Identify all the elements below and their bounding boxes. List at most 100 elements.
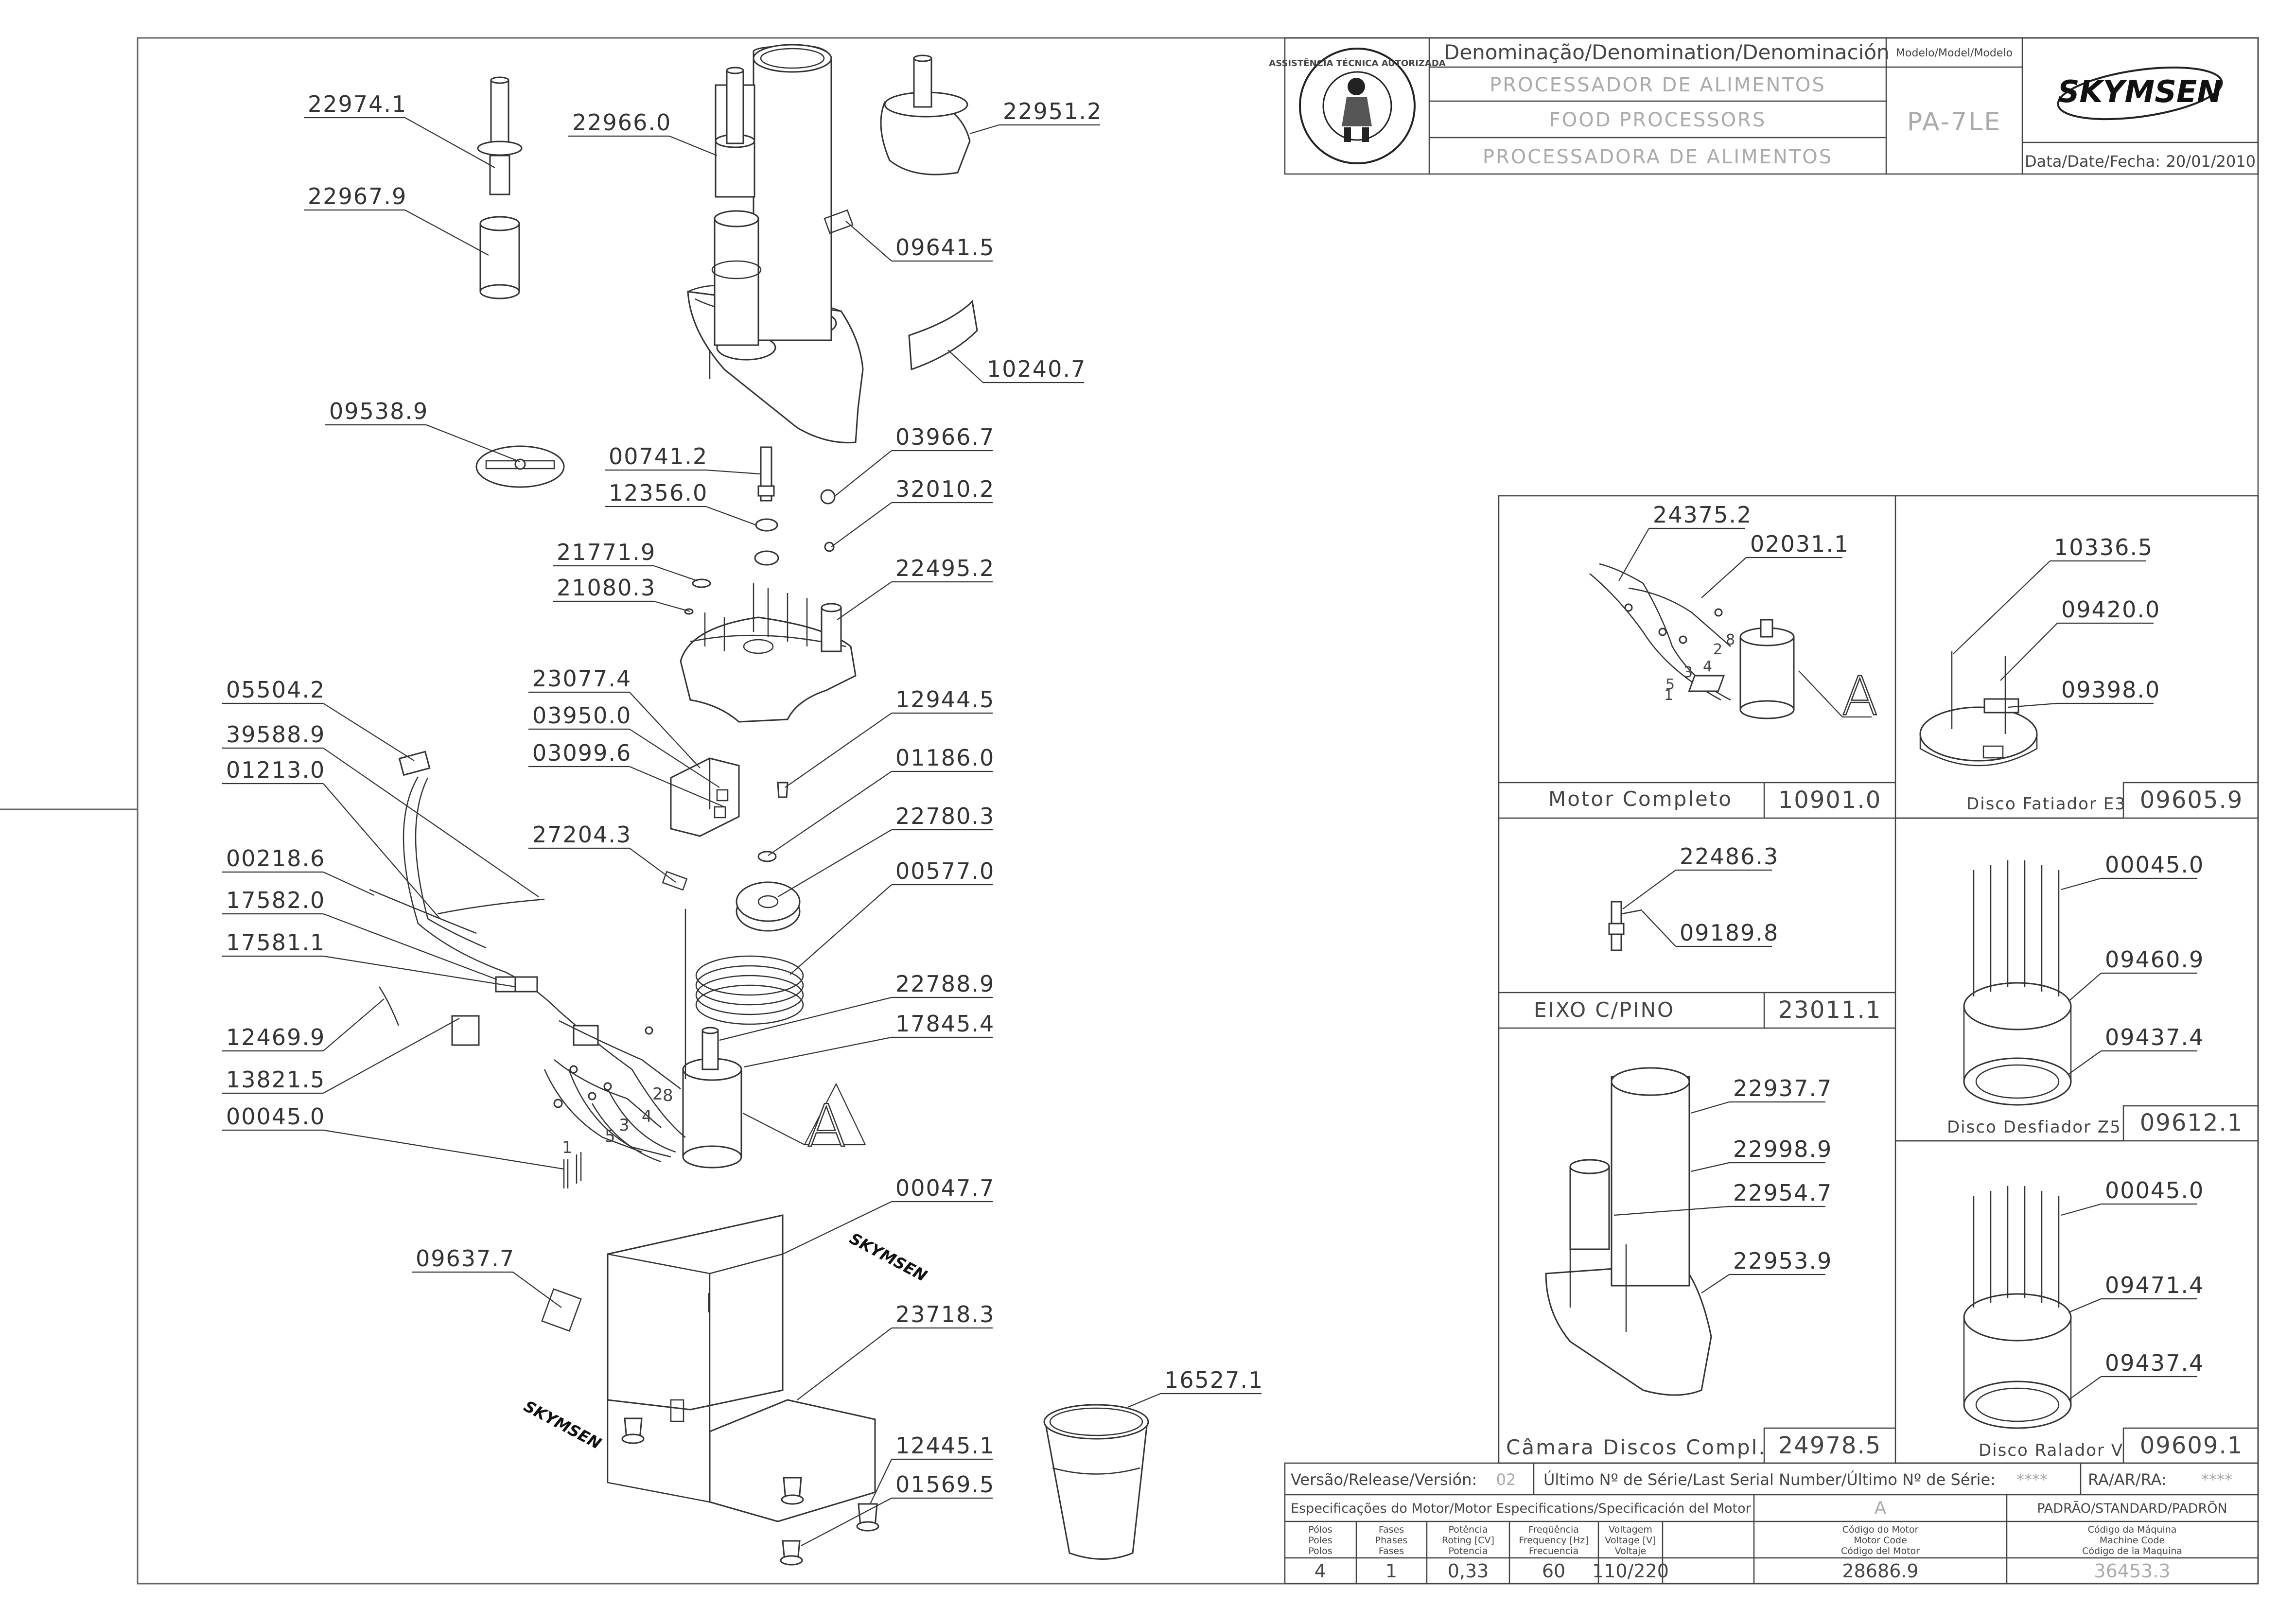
part-callout: 09437.4 [2068, 1350, 2204, 1400]
part-number-label: 09420.0 [2061, 596, 2160, 623]
part-callout: 22953.9 [1701, 1248, 1831, 1293]
leader-line [705, 506, 756, 526]
part-number-label: 32010.2 [895, 476, 995, 502]
date-label: Data/Date/Fecha: [2025, 152, 2160, 171]
leader-line [323, 703, 415, 761]
part-number-label: 21771.9 [557, 539, 656, 565]
part-callout: 13821.5 [222, 1018, 460, 1094]
model-header: Modelo/Model/Modelo [1896, 47, 2013, 59]
upper-housing [680, 578, 857, 723]
part-callout: 22998.9 [1690, 1136, 1831, 1172]
kit-motor-wire-4: 4 [1703, 658, 1712, 675]
part-number-label: 09637.7 [416, 1245, 515, 1272]
part-number-label: 16527.1 [1164, 1367, 1263, 1393]
part-number-label: 10240.7 [987, 356, 1086, 382]
kit-motor-wire-1: 1 [1664, 687, 1673, 704]
leader-line [743, 1036, 892, 1068]
part-callout: 01569.5 [801, 1471, 994, 1546]
leader-line [837, 581, 892, 620]
kit-fatiador-illustration [1688, 651, 2038, 767]
leader-line [785, 713, 892, 788]
part-callout: 03950.0 [528, 702, 720, 788]
part-callout: 21771.9 [553, 539, 698, 582]
part-callout: 00045.0 [222, 1103, 564, 1170]
spec-column-header: Potência [1449, 1524, 1488, 1535]
pusher-small [477, 76, 523, 299]
spec-column-header: Machine Code [2100, 1535, 2165, 1546]
ra-label: RA/AR/RA: [2088, 1470, 2167, 1489]
motor [682, 909, 866, 1169]
part-callout: 32010.2 [831, 476, 995, 547]
kit-motor-wire-5: 5 [1665, 676, 1675, 693]
kit-motor-wire-8: 8 [1726, 631, 1735, 648]
feet [621, 1417, 879, 1566]
part-callout: 03966.7 [835, 424, 995, 496]
pusher-cap [880, 54, 971, 175]
part-number-label: 22951.2 [1003, 98, 1102, 124]
part-callout: 09538.9 [325, 398, 521, 463]
motor-spec-letter: A [1875, 1498, 1887, 1518]
part-number-label: 27204.3 [532, 821, 631, 848]
leader-line [2000, 623, 2058, 681]
leader-line [653, 600, 691, 612]
spec-column-header: Roting [CV] [1442, 1535, 1494, 1546]
serial-label: Último Nº de Série/Last Serial Number/Úl… [1543, 1470, 1996, 1489]
kit-motor-wire-3: 3 [1683, 664, 1693, 681]
version-value: 02 [1496, 1470, 1516, 1489]
part-number-label: 03966.7 [895, 424, 995, 450]
part-callout: 10240.7 [947, 349, 1086, 384]
motor-spec-label: Especificações do Motor/Motor Especifica… [1291, 1501, 1752, 1516]
kit-camara-code: 24978.5 [1778, 1432, 1882, 1459]
leader-line [629, 729, 720, 788]
leader-line [2068, 1050, 2102, 1075]
leader-line [512, 1272, 562, 1308]
kit-desfiador-name: Disco Desfiador Z5 [1947, 1118, 2121, 1137]
part-callout: 22937.7 [1690, 1075, 1831, 1114]
pulley-and-belt [695, 881, 804, 1025]
part-callout: 22974.1 [304, 91, 495, 168]
part-number-label: 09471.4 [2105, 1272, 2204, 1298]
leader-line [1127, 1393, 1161, 1408]
leader-line [323, 783, 440, 919]
spec-column-header: Voltaje [1615, 1546, 1647, 1556]
leader-line [801, 1498, 892, 1546]
motor-bracket [662, 757, 789, 891]
part-number-label: 00045.0 [226, 1103, 325, 1130]
part-number-label: 24375.2 [1653, 502, 1752, 528]
part-number-label: 00577.0 [895, 858, 995, 884]
leader-line [323, 998, 385, 1051]
leader-line [2007, 702, 2058, 708]
part-callout: 12356.0 [605, 480, 756, 526]
part-number-label: 09437.4 [2105, 1350, 2204, 1376]
spec-column-header: Voltage [V] [1605, 1535, 1656, 1546]
part-callout: 22967.9 [304, 183, 489, 256]
callout-a: A [806, 1093, 846, 1160]
part-callout: 01186.0 [768, 745, 994, 856]
part-callout: 12469.9 [222, 998, 385, 1052]
version-label: Versão/Release/Versión: [1291, 1470, 1477, 1489]
wire-number-2: 2 [652, 1084, 663, 1104]
spec-column-header: Fases [1379, 1524, 1404, 1535]
leader-line [1613, 1205, 1730, 1216]
shaft-and-bearings [754, 446, 836, 566]
part-callout: 27204.3 [528, 821, 676, 883]
brand-name: SKYMSEN [2058, 74, 2222, 109]
part-callout: 09637.7 [412, 1245, 562, 1308]
kit-motor-letter: A [1841, 665, 1878, 727]
part-callout: 21080.3 [553, 575, 691, 612]
spec-value: 36453.3 [2094, 1560, 2170, 1582]
part-number-label: 22780.3 [895, 803, 995, 829]
part-number-label: 09437.4 [2105, 1024, 2204, 1050]
part-number-label: 22974.1 [308, 91, 407, 117]
wire-number-5: 5 [605, 1127, 615, 1146]
spec-column-header: Motor Code [1854, 1535, 1907, 1546]
part-number-label: 03950.0 [532, 702, 631, 729]
model-value: PA-7LE [1907, 107, 2001, 137]
leader-line [777, 829, 892, 897]
part-callout: 01213.0 [222, 757, 440, 919]
leader-line [323, 913, 497, 980]
name-es: PROCESSADORA DE ALIMENTOS [1483, 146, 1833, 168]
spec-value: 110/220 [1592, 1560, 1669, 1582]
